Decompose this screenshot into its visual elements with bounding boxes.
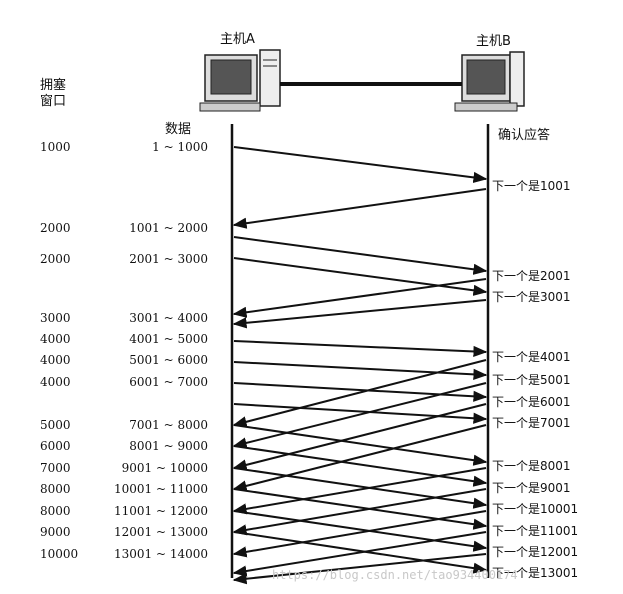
host-b-computer-icon [454,51,525,112]
ack-labels: 下一个是1001 下一个是2001 下一个是3001 下一个是4001 下一个是5001… [492,179,578,580]
data-range: 7001 ~ 8000 [129,418,208,432]
ack-arrow [232,488,487,536]
data-range: 3001 ~ 4000 [129,311,208,325]
data-range: 2001 ~ 3000 [129,252,208,266]
cwnd-value: 7000 [40,461,71,475]
ack-arrow [232,188,487,229]
data-range: 13001 ~ 14000 [114,547,208,561]
data-range: 5001 ~ 6000 [129,353,208,367]
host-a-label: 主机A [220,32,255,47]
cwnd-value: 4000 [40,353,71,367]
data-segment-arrow [233,236,488,275]
data-segment-arrow [233,403,488,424]
ack-arrow [232,553,487,585]
ack-label: 下一个是11001 [492,524,578,538]
ack-label: 下一个是5001 [492,373,571,387]
ack-label: 下一个是10001 [492,502,578,516]
ack-arrow [232,299,487,329]
cwnd-value: 8000 [40,504,71,518]
data-range: 10001 ~ 11000 [114,482,208,496]
data-segment-arrow [233,488,488,530]
data-range: 12001 ~ 13000 [114,525,208,539]
cwnd-value: 9000 [40,525,71,539]
cwnd-value: 3000 [40,311,71,325]
data-range: 9001 ~ 10000 [122,461,208,475]
cwnd-value: 1000 [40,140,71,154]
cwnd-header-line2: 窗口 [40,93,66,109]
ack-arrow [232,531,487,577]
data-range: 1 ~ 1000 [152,140,208,154]
ack-label: 下一个是12001 [492,545,578,559]
ack-label: 下一个是13001 [492,566,578,580]
ack-label: 下一个是3001 [492,290,571,304]
data-segment-arrow [233,510,488,552]
data-segment-arrow [233,467,488,509]
cwnd-value: 5000 [40,418,71,432]
cwnd-value: 4000 [40,332,71,346]
ack-header: 确认应答 [498,127,550,143]
data-range: 6001 ~ 7000 [129,375,208,389]
ack-label: 下一个是1001 [492,179,571,193]
host-b-label: 主机B [476,34,511,49]
ack-arrow [232,467,487,515]
ack-label: 下一个是4001 [492,350,571,364]
ack-arrow [232,359,487,428]
data-segment-arrow [233,424,488,466]
data-header: 数据 [165,122,191,137]
ack-label: 下一个是8001 [492,459,571,473]
row-labels: 1000 1 ~ 1000 2000 1001 ~ 2000 2000 2001 ~ 30… [40,140,208,561]
ack-label: 下一个是7001 [492,416,571,430]
watermark: https://blog.csdn.net/tao934400174 [272,568,518,582]
cwnd-value: 10000 [40,547,78,561]
data-segment-arrow [233,146,488,183]
data-segment-arrow [233,531,488,574]
data-range: 1001 ~ 2000 [129,221,208,235]
ack-arrow [232,510,487,558]
ack-label: 下一个是6001 [492,395,571,409]
cwnd-value: 6000 [40,439,71,453]
ack-arrow [232,403,487,471]
cwnd-value: 2000 [40,221,71,235]
data-segment-arrow [233,445,488,487]
ack-label: 下一个是9001 [492,481,571,495]
data-range: 4001 ~ 5000 [129,332,208,346]
host-a-computer-icon [199,49,281,112]
data-segment-arrow [233,361,488,380]
data-range: 8001 ~ 9000 [129,439,208,453]
cwnd-value: 4000 [40,375,71,389]
data-segment-arrow [233,382,488,402]
cwnd-header-line1: 拥塞 [40,77,66,93]
ack-arrow [232,278,487,318]
arrows [232,146,488,585]
ack-arrow [232,382,487,449]
ack-label: 下一个是2001 [492,269,571,283]
data-range: 11001 ~ 12000 [114,504,208,518]
cwnd-value: 2000 [40,252,71,266]
data-segment-arrow [233,257,488,296]
data-segment-arrow [233,340,488,358]
cwnd-value: 8000 [40,482,71,496]
ack-arrow [232,424,487,492]
